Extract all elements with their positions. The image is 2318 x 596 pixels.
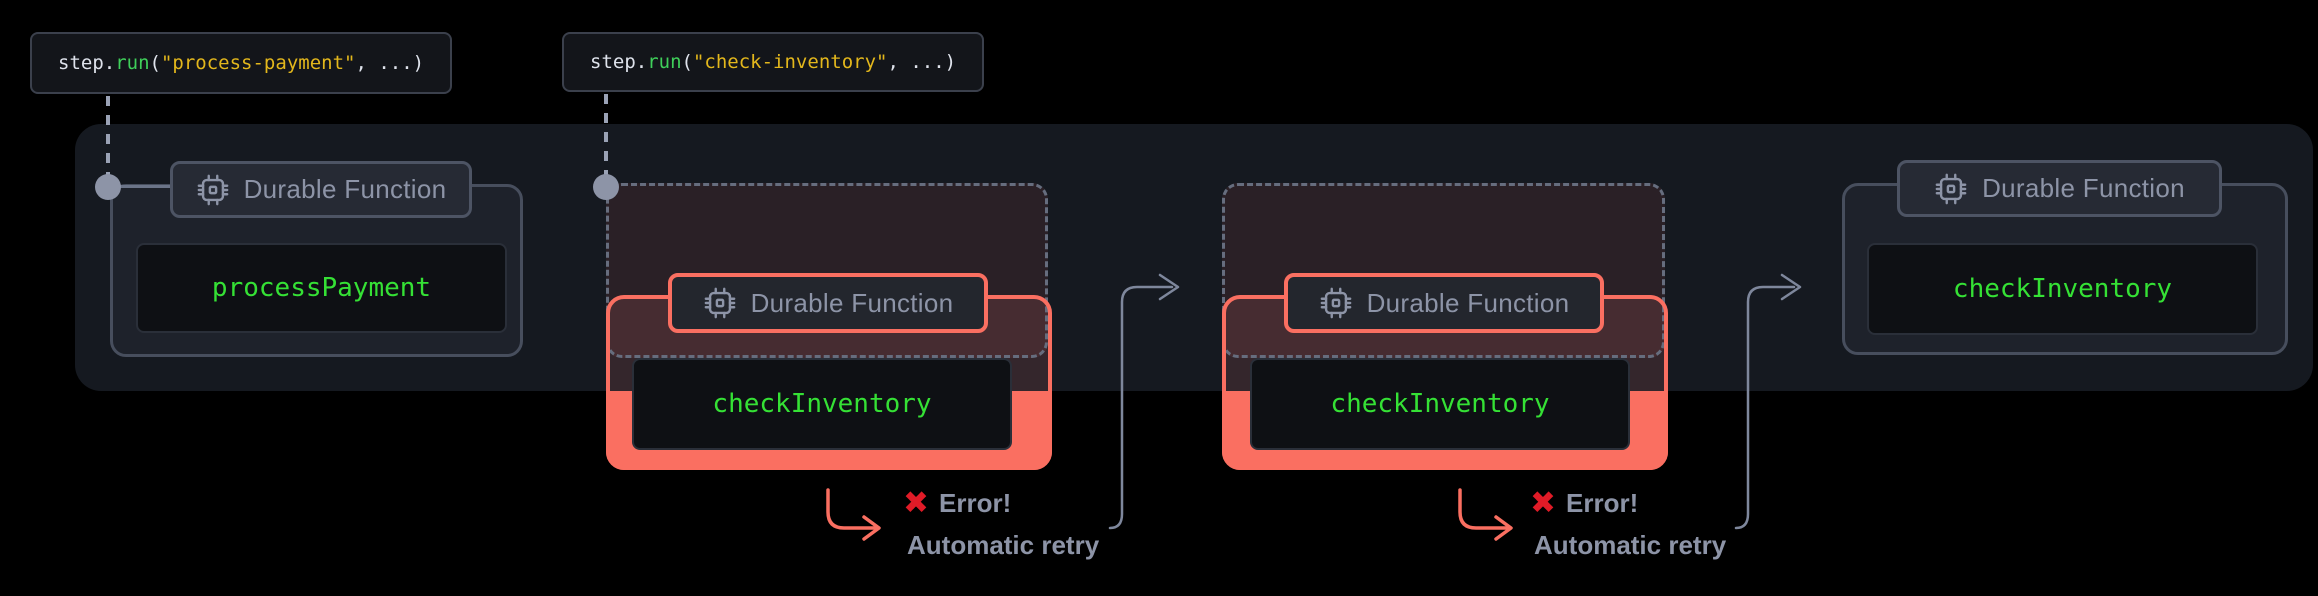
code-token: step.	[58, 52, 116, 74]
durable-function-badge: Durable Function	[1897, 160, 2222, 217]
error-label: Error!	[938, 488, 1012, 518]
dot-badge-connector-line	[108, 185, 172, 188]
badge-label: Durable Function	[1366, 287, 1570, 318]
error-label: Error!	[1565, 488, 1639, 518]
function-name: processPayment	[211, 273, 432, 303]
code-token: "process-payment"	[160, 52, 356, 74]
cpu-chip-icon	[197, 174, 228, 205]
error-arrow	[1458, 488, 1513, 541]
function-name: checkInventory	[1330, 389, 1550, 419]
automatic-retry-label: Automatic retry	[907, 530, 1100, 560]
code-token: run	[647, 51, 682, 73]
automatic-retry-label: Automatic retry	[1534, 530, 1727, 560]
durable-function-badge-error: Durable Function	[668, 273, 988, 333]
step-run-tooltip: step.run("check-inventory", ...)	[562, 32, 985, 92]
durable-function-badge-error: Durable Function	[1284, 273, 1604, 333]
function-name-box: checkInventory	[1250, 358, 1630, 450]
function-name-box: processPayment	[136, 243, 507, 333]
cpu-chip-icon	[1935, 173, 1967, 204]
function-name: checkInventory	[1952, 274, 2173, 304]
function-name-box: checkInventory	[632, 358, 1012, 450]
error-x-icon: ✖	[1530, 485, 1556, 521]
cpu-chip-icon	[1320, 287, 1351, 319]
step-run-tooltip: step.run("process-payment", ...)	[30, 32, 453, 94]
badge-label: Durable Function	[750, 287, 954, 318]
function-name: checkInventory	[712, 389, 932, 419]
cpu-chip-icon	[704, 287, 735, 319]
code-token: , ...)	[355, 52, 425, 74]
error-x-icon: ✖	[903, 485, 929, 521]
code-token: step.	[590, 51, 648, 73]
connector-dot	[593, 174, 619, 200]
error-annotation: ✖ Error!	[1530, 488, 1638, 519]
durable-function-badge: Durable Function	[170, 161, 472, 218]
code-token: "check-inventory"	[692, 51, 888, 73]
code-token: , ...)	[887, 51, 957, 73]
badge-label: Durable Function	[243, 174, 447, 204]
function-name-box: checkInventory	[1867, 243, 2258, 335]
connector-dot	[95, 174, 121, 200]
badge-label: Durable Function	[1982, 173, 2185, 203]
code-token: run	[115, 52, 150, 74]
error-annotation: ✖ Error!	[903, 488, 1011, 519]
code-token: (	[149, 52, 161, 74]
code-token: (	[681, 51, 693, 73]
tooltip-lead-dashed-line	[604, 94, 608, 178]
error-arrow	[826, 488, 881, 541]
tooltip-lead-dashed-line	[106, 96, 110, 178]
